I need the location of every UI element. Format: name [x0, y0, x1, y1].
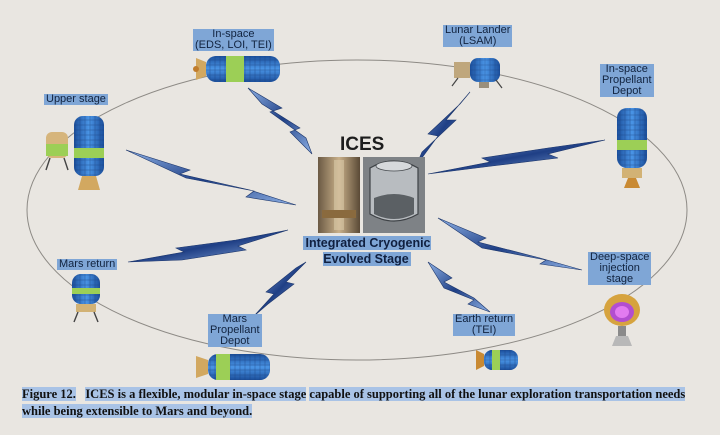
figure-caption: Figure 12. ICES is a flexible, modular i… — [22, 386, 712, 420]
bolt-propellant-depot — [427, 139, 606, 175]
bolt-mars-return — [127, 229, 289, 263]
bolt-mars-depot — [253, 261, 307, 317]
caption-text-1: ICES is a flexible, modular in-space sta… — [85, 387, 307, 401]
label-earth-return: Earth return (TEI) — [453, 313, 516, 336]
bolt-upper-stage — [125, 149, 297, 206]
label-mars-depot: Mars Propellant Depot — [208, 313, 262, 347]
vehicle-earth-return — [476, 350, 518, 370]
label-mars-return: Mars return — [57, 258, 118, 270]
vehicle-propellant-depot — [617, 108, 647, 188]
ices-photos — [318, 157, 425, 233]
vehicle-upper-stage — [45, 116, 104, 190]
vehicle-mars-depot — [196, 354, 270, 380]
label-deep-space: Deep-space injection stage — [588, 251, 652, 285]
bolts — [125, 87, 606, 317]
vehicle-mars-return — [72, 274, 100, 323]
bolt-earth-return — [427, 261, 491, 313]
orbit-ellipse — [26, 59, 688, 361]
label-lunar-lander: Lunar Lander (LSAM) — [443, 24, 513, 47]
bolt-deep-space — [437, 217, 583, 271]
ices-title: ICES — [340, 134, 385, 155]
vehicle-deep-space — [604, 294, 640, 346]
ices-subtitle-wrap: Integrated Cryogenic Evolved Stage — [292, 235, 442, 267]
bolt-in-space — [247, 87, 313, 155]
label-propellant-depot: In-space Propellant Depot — [600, 63, 654, 97]
vehicle-lunar-lander — [451, 58, 503, 89]
bolt-lunar-lander — [415, 91, 471, 167]
label-in-space: In-space (EDS, LOI, TEI) — [193, 28, 274, 51]
ices-subtitle: Integrated Cryogenic Evolved Stage — [303, 236, 431, 266]
label-upper-stage: Upper stage — [44, 93, 108, 105]
vehicle-in-space — [193, 56, 280, 82]
caption-label: Figure 12. — [22, 387, 76, 401]
